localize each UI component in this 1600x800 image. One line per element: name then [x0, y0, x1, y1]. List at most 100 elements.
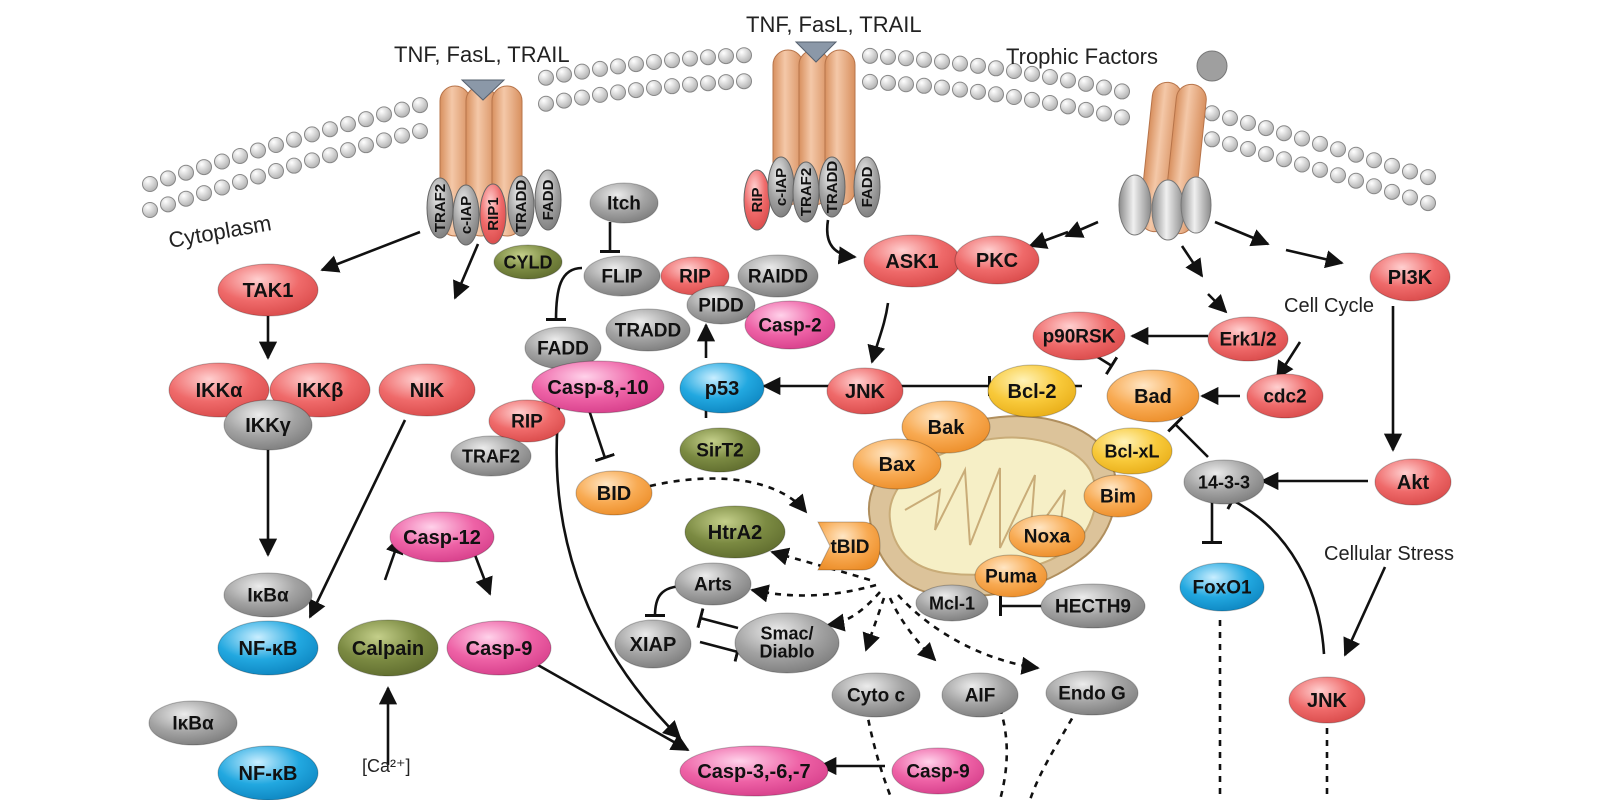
edge	[1064, 220, 1099, 238]
node-label: CYLD	[504, 252, 553, 272]
node-label: NF-κB	[239, 638, 298, 660]
node-label: Mcl-1	[929, 593, 975, 613]
node-casp2: Casp-2	[744, 300, 836, 350]
node-label: PIDD	[698, 296, 743, 317]
node-fadd: FADD	[524, 326, 602, 370]
node-label: XIAP	[630, 634, 677, 656]
node-label: Bim	[1100, 487, 1136, 508]
node-label: AIF	[965, 686, 996, 707]
node-mcl1: Mcl-1	[915, 584, 989, 622]
node-pi3k: PI3K	[1369, 252, 1451, 302]
edge	[888, 597, 937, 662]
node-label: Smac/Diablo	[759, 623, 814, 661]
node-tak1: TAK1	[217, 263, 319, 317]
node-label: HECTH9	[1055, 597, 1131, 618]
node-nfkb-2: NF-κB	[217, 745, 319, 800]
adaptor-label: TRAF2	[798, 168, 815, 216]
edge	[555, 397, 682, 740]
node-label: ASK1	[885, 251, 938, 273]
node-label: PKC	[976, 250, 1018, 272]
node-label: Bcl-2	[1008, 381, 1057, 403]
node-label: TAK1	[243, 280, 294, 302]
node-label: Bad	[1134, 386, 1172, 408]
node-casp9-left: Casp-9	[446, 620, 552, 676]
node-cdc2: cdc2	[1246, 373, 1324, 419]
edge	[1207, 293, 1228, 314]
node-tradd: TRADD	[605, 308, 691, 352]
node-jnk-top: JNK	[826, 367, 904, 415]
adaptor-label: RIP1	[485, 197, 502, 230]
adaptor-label: RIP	[749, 187, 766, 212]
node-label: Arts	[694, 575, 732, 596]
node-bax: Bax	[852, 438, 942, 490]
adaptor-fadd-left: FADD	[534, 169, 562, 231]
node-label: Bax	[879, 454, 916, 476]
node-label: JNK	[1307, 690, 1348, 712]
node-noxa: Noxa	[1008, 514, 1086, 558]
edge	[1285, 248, 1344, 269]
edge	[473, 554, 493, 596]
node-label: JNK	[845, 381, 886, 403]
node-ikba-2: IκBα	[148, 700, 238, 746]
edge	[862, 597, 886, 652]
node-label: IKKβ	[297, 380, 344, 402]
node-tbid: tBID	[817, 521, 881, 571]
edge	[320, 230, 421, 273]
node-label: tBID	[830, 537, 869, 558]
edge	[864, 707, 894, 800]
node-pkc: PKC	[954, 235, 1040, 285]
node-bim: Bim	[1083, 474, 1153, 518]
edge	[998, 707, 1009, 800]
edge	[453, 243, 480, 300]
node-label: TRAF2	[462, 446, 520, 466]
node-label: NIK	[410, 380, 445, 402]
node-label: FLIP	[601, 267, 642, 288]
adaptor-traf2-center: TRAF2	[792, 161, 820, 223]
adaptor-ciap-center: c-IAP	[767, 156, 795, 218]
edge	[825, 219, 857, 265]
node-label: cdc2	[1263, 387, 1306, 408]
edge	[528, 658, 690, 752]
adaptor-label: c-IAP	[773, 168, 790, 206]
node-label: IKKα	[196, 380, 243, 402]
trophic-receptor	[1118, 50, 1228, 241]
cytoplasm-label: Cytoplasm	[167, 210, 274, 253]
ligand-label-center: TNF, FasL, TRAIL	[746, 12, 922, 37]
node-jnk-bottom: JNK	[1288, 676, 1366, 724]
node-label: p90RSK	[1043, 327, 1116, 348]
edge	[545, 266, 583, 322]
node-p90rsk: p90RSK	[1032, 311, 1126, 361]
node-bad: Bad	[1106, 369, 1200, 423]
edge	[1343, 566, 1387, 657]
edge	[696, 608, 739, 630]
adaptor-traf2-left: TRAF2	[426, 177, 454, 239]
edge	[308, 419, 407, 619]
node-puma: Puma	[974, 554, 1048, 598]
node-ikkg: IKKγ	[223, 399, 313, 451]
node-bcl2: Bcl-2	[987, 364, 1077, 418]
node-arts: Arts	[674, 562, 752, 606]
node-label: RIP	[679, 267, 711, 288]
node-label: 14-3-3	[1198, 472, 1250, 492]
node-label: Akt	[1397, 472, 1430, 494]
node-akt: Akt	[1374, 458, 1452, 506]
adaptor-label: FADD	[540, 179, 557, 220]
node-label: PI3K	[1388, 267, 1433, 289]
node-bclxl: Bcl-xL	[1091, 427, 1173, 475]
node-label: Bak	[928, 417, 966, 439]
node-ikka: IKKα	[168, 362, 270, 418]
node-rip-lower: RIP	[488, 399, 566, 443]
node-label: IKKγ	[245, 415, 291, 437]
node-label: FADD	[537, 339, 589, 360]
node-label: Casp-9	[466, 638, 533, 660]
node-htra2: HtrA2	[684, 505, 786, 559]
pathway-edges	[258, 219, 1403, 800]
ligand-triangle-center	[794, 41, 838, 63]
cell-membrane	[142, 47, 1436, 218]
node-ikba-1: IκBα	[223, 572, 313, 618]
edge	[649, 477, 808, 514]
node-label: IκBα	[172, 714, 214, 735]
edge	[1028, 230, 1069, 249]
adaptor-label: FADD	[859, 166, 876, 207]
adaptor-label: TRADD	[513, 180, 530, 233]
